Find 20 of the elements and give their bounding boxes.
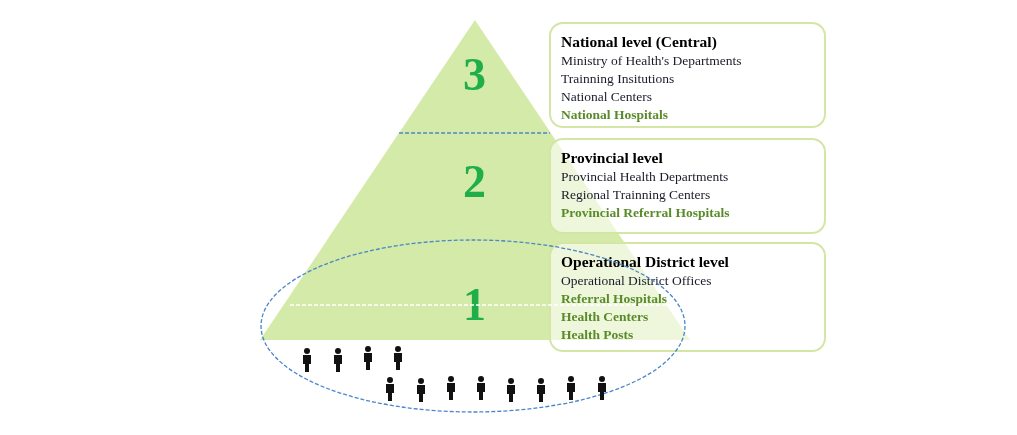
facility-text: Trainning Insitutions bbox=[561, 71, 675, 86]
level-heading: Operational District level bbox=[561, 253, 729, 270]
level-heading: Provincial level bbox=[561, 149, 663, 166]
level-number: 3 bbox=[463, 52, 486, 98]
facility-text: Operational District Offices bbox=[561, 273, 712, 288]
facility-text: Health Posts bbox=[561, 327, 634, 342]
facility-text: Ministry of Health's Departments bbox=[561, 53, 742, 68]
facility-text: Provincial Health Departments bbox=[561, 169, 729, 184]
facility-text: National Centers bbox=[561, 89, 653, 104]
level-box bbox=[549, 138, 826, 234]
level-box bbox=[549, 22, 826, 128]
facility-text: Health Centers bbox=[561, 309, 649, 324]
level-heading: National level (Central) bbox=[561, 33, 717, 50]
facility-text: National Hospitals bbox=[561, 107, 668, 122]
level-number: 2 bbox=[463, 159, 486, 205]
facility-text: Referral Hospitals bbox=[561, 291, 668, 306]
level-number: 1 bbox=[463, 282, 486, 328]
facility-text: Provincial Referral Hospitals bbox=[561, 205, 730, 220]
level-box bbox=[549, 242, 826, 352]
facility-text: Regional Trainning Centers bbox=[561, 187, 711, 202]
